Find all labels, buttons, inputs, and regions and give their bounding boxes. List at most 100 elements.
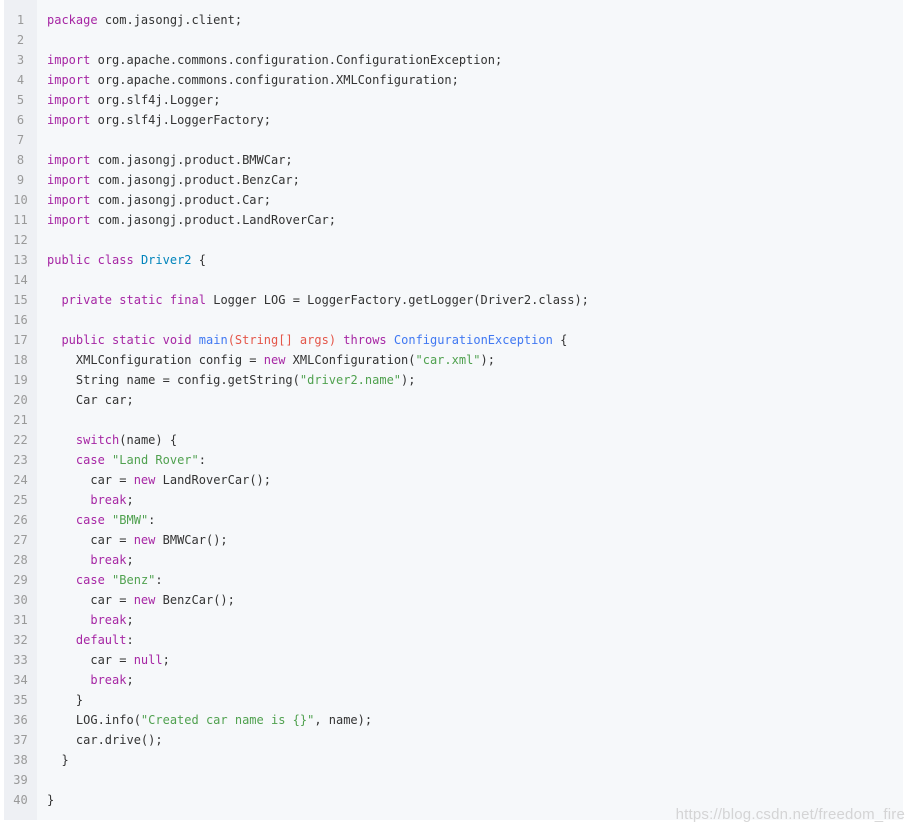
token-str: "car.xml" xyxy=(415,353,481,367)
line-number: 35 xyxy=(13,693,28,707)
code-text: car = new BMWCar(); xyxy=(47,530,228,550)
code-line: 12 xyxy=(4,230,903,250)
token-plain: com.jasongj.product.BMWCar; xyxy=(97,153,293,167)
line-number: 31 xyxy=(13,613,28,627)
line-number: 3 xyxy=(16,53,25,67)
code-line: 25 break; xyxy=(4,490,903,510)
line-number: 40 xyxy=(13,793,28,807)
token-kw: static xyxy=(119,293,163,307)
token-plain: com.jasongj.product.Car; xyxy=(97,193,271,207)
token-kw: import xyxy=(47,173,91,187)
token-plain xyxy=(47,633,76,647)
token-plain: ; xyxy=(126,553,134,567)
code-text: public static void main(String[] args) t… xyxy=(47,330,567,350)
code-line: 2 xyxy=(4,30,903,50)
token-plain: : xyxy=(126,633,134,647)
token-plain xyxy=(47,613,90,627)
token-plain: org.apache.commons.configuration.XMLConf… xyxy=(97,73,459,87)
code-text: } xyxy=(47,750,69,770)
code-line: 16 xyxy=(4,310,903,330)
line-number-gutter xyxy=(4,0,37,820)
token-plain: (name) { xyxy=(119,433,178,447)
line-number: 11 xyxy=(13,213,28,227)
line-number: 33 xyxy=(13,653,28,667)
line-number: 21 xyxy=(13,413,28,427)
token-kw: static xyxy=(112,333,156,347)
token-kw: break xyxy=(90,493,127,507)
token-fn: main xyxy=(198,333,228,347)
code-line: 14 xyxy=(4,270,903,290)
token-plain: { xyxy=(198,253,206,267)
code-line: 38 } xyxy=(4,750,903,770)
token-kw: new xyxy=(133,473,156,487)
token-plain: car = xyxy=(47,473,134,487)
code-text: case "BMW": xyxy=(47,510,156,530)
code-line: 18 XMLConfiguration config = new XMLConf… xyxy=(4,350,903,370)
line-number: 19 xyxy=(13,373,28,387)
code-line: 11 import com.jasongj.product.LandRoverCa… xyxy=(4,210,903,230)
line-number: 17 xyxy=(13,333,28,347)
token-plain: String name = config.getString( xyxy=(47,373,300,387)
line-number: 22 xyxy=(13,433,28,447)
token-kw: import xyxy=(47,113,91,127)
line-number: 30 xyxy=(13,593,28,607)
watermark: https://blog.csdn.net/freedom_fire xyxy=(675,806,905,823)
token-plain xyxy=(47,293,61,307)
code-line: 39 xyxy=(4,770,903,790)
code-text: XMLConfiguration config = new XMLConfigu… xyxy=(47,350,495,370)
code-text: case "Benz": xyxy=(47,570,163,590)
code-line: 29 case "Benz": xyxy=(4,570,903,590)
token-ty: ConfigurationException xyxy=(393,333,553,347)
token-plain: car = xyxy=(47,593,134,607)
code-text: public class Driver2 { xyxy=(47,250,206,270)
line-number: 25 xyxy=(13,493,28,507)
line-number: 5 xyxy=(16,93,25,107)
token-str: "Benz" xyxy=(112,573,156,587)
token-plain: car = xyxy=(47,533,134,547)
token-param: (String[] args) xyxy=(227,333,337,347)
code-text: import com.jasongj.product.BMWCar; xyxy=(47,150,293,170)
line-number: 2 xyxy=(16,33,25,47)
token-plain: LOG.info( xyxy=(47,713,141,727)
token-kw: import xyxy=(47,93,91,107)
line-number: 8 xyxy=(16,153,25,167)
token-plain xyxy=(47,513,76,527)
token-kw: new xyxy=(133,533,156,547)
code-text: Car car; xyxy=(47,390,134,410)
code-text: case "Land Rover": xyxy=(47,450,206,470)
code-line: 37 car.drive(); xyxy=(4,730,903,750)
token-plain: XMLConfiguration( xyxy=(292,353,416,367)
code-line: 36 LOG.info("Created car name is {}", na… xyxy=(4,710,903,730)
code-line: 32 default: xyxy=(4,630,903,650)
token-plain: } xyxy=(47,753,69,767)
token-plain xyxy=(47,493,90,507)
code-line: 20 Car car; xyxy=(4,390,903,410)
token-kw: import xyxy=(47,53,91,67)
token-plain: BMWCar(); xyxy=(162,533,228,547)
line-number: 39 xyxy=(13,773,28,787)
line-number: 28 xyxy=(13,553,28,567)
line-number: 20 xyxy=(13,393,28,407)
token-plain xyxy=(47,673,90,687)
token-str: "driver2.name" xyxy=(299,373,402,387)
code-text: } xyxy=(47,690,83,710)
token-plain: , name); xyxy=(314,713,373,727)
token-kw: break xyxy=(90,613,127,627)
code-text: import com.jasongj.product.LandRoverCar; xyxy=(47,210,336,230)
token-plain: { xyxy=(560,333,568,347)
code-line: 35 } xyxy=(4,690,903,710)
code-text: car = null; xyxy=(47,650,170,670)
token-kw: break xyxy=(90,553,127,567)
token-plain: org.slf4j.LoggerFactory; xyxy=(97,113,271,127)
token-plain: com.jasongj.client; xyxy=(104,13,243,27)
token-plain: XMLConfiguration config = xyxy=(47,353,264,367)
code-line: 15 private static final Logger LOG = Log… xyxy=(4,290,903,310)
token-kw: void xyxy=(162,333,192,347)
token-plain xyxy=(47,333,61,347)
token-plain: } xyxy=(47,793,55,807)
code-line: 33 car = null; xyxy=(4,650,903,670)
